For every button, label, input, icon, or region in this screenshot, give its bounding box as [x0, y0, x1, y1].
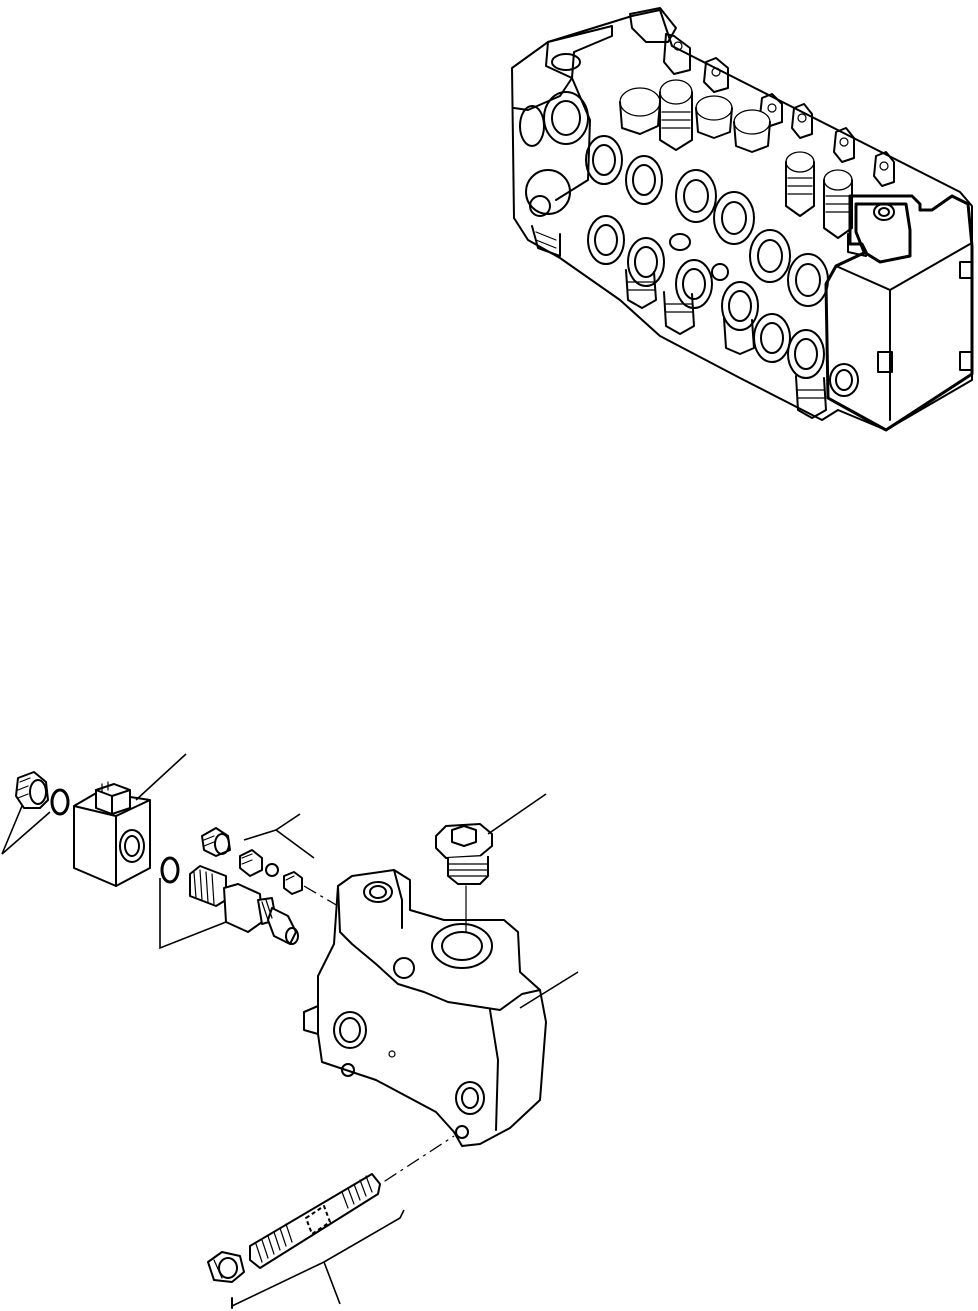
leader-plug	[487, 793, 547, 835]
left-end-cap	[511, 25, 613, 257]
leader-nut-oring	[1, 805, 51, 855]
valve-section-body	[303, 869, 547, 1147]
leader-valve-body	[519, 971, 579, 1009]
small-plug	[201, 827, 231, 857]
check-valve-group	[239, 849, 303, 895]
hydraulic-ports	[585, 135, 829, 379]
exploded-section	[1, 753, 579, 1309]
control-valve-assembly	[511, 7, 974, 432]
centerline-tie-rod	[361, 1135, 455, 1197]
tie-rod-nut	[207, 1251, 245, 1283]
top-linkage-tabs	[629, 7, 895, 187]
centerline-check	[303, 885, 339, 907]
o-ring-left	[50, 788, 70, 816]
solenoid-coil	[73, 781, 151, 887]
leader-check-valve-tip	[275, 813, 301, 831]
bottom-fittings	[625, 269, 827, 419]
leader-cartridge	[159, 878, 227, 950]
o-ring-cartridge	[160, 856, 180, 884]
hex-socket-plug	[435, 823, 493, 885]
leader-coil	[135, 753, 187, 801]
solenoid-cartridge	[189, 865, 299, 945]
leader-tie-rod	[231, 1209, 405, 1307]
tie-rod	[249, 1173, 381, 1269]
coil-nut	[15, 771, 49, 809]
spool-heads	[619, 79, 853, 239]
check-ball	[265, 863, 279, 877]
right-end-cover	[824, 194, 974, 432]
